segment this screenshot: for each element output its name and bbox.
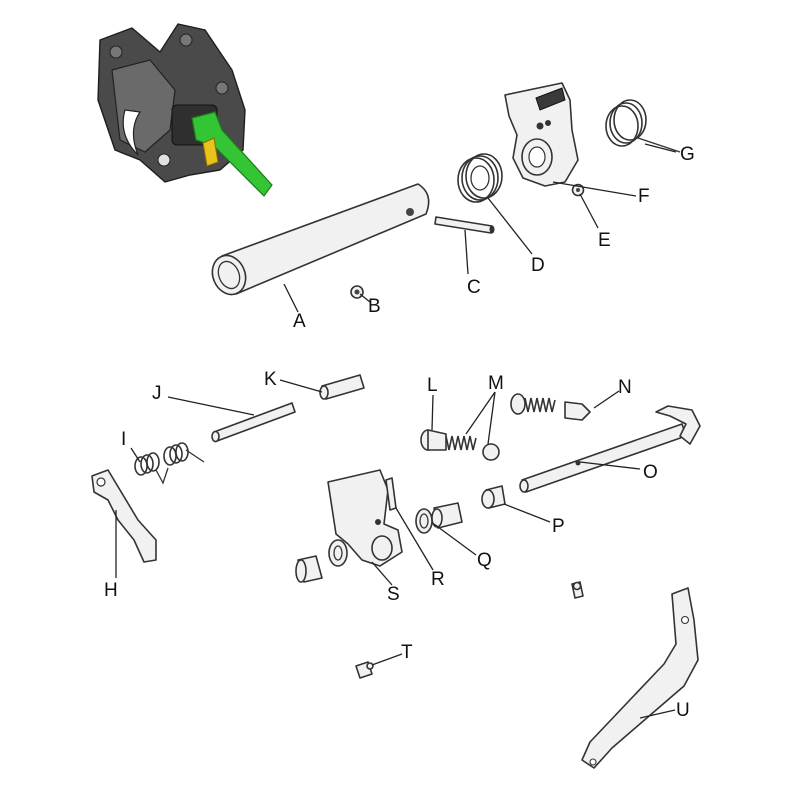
label-t: T — [401, 642, 413, 663]
part-labels: A B C D E F G H I J K L M N O P Q R S T … — [104, 144, 695, 721]
label-n: N — [618, 377, 632, 398]
coupler-assembly-inset — [97, 23, 273, 197]
part-h-lever — [91, 469, 157, 563]
part-m-spring-pin — [445, 435, 500, 461]
part-a-main-pin — [211, 183, 430, 296]
safety-latch-highlight — [202, 137, 219, 167]
label-d: D — [531, 255, 545, 276]
grease-nipple-unlabeled — [571, 581, 584, 599]
label-q: Q — [477, 550, 492, 571]
label-s: S — [387, 584, 400, 605]
label-j: J — [152, 383, 162, 404]
label-b: B — [368, 296, 381, 317]
part-r-pin — [385, 477, 397, 511]
part-t-grease-nipple — [355, 661, 374, 679]
label-o: O — [643, 462, 658, 483]
part-i-springs — [134, 442, 205, 485]
part-s-link — [327, 469, 403, 567]
label-l: L — [427, 375, 438, 396]
label-c: C — [467, 277, 481, 298]
part-k-bushing — [319, 374, 365, 400]
part-b-grease-nipple — [350, 285, 364, 299]
part-o-shaft — [519, 405, 701, 493]
part-u-lever-arm — [581, 587, 699, 769]
part-q-washer-bushing — [415, 502, 463, 534]
label-m: M — [488, 373, 504, 394]
leader-lines — [115, 143, 677, 719]
part-d-spring — [457, 153, 503, 203]
label-e: E — [598, 230, 611, 251]
part-f-latch — [504, 82, 579, 187]
part-n-spring-pin — [510, 393, 591, 421]
label-i: I — [121, 429, 126, 450]
label-k: K — [264, 369, 277, 390]
label-r: R — [431, 569, 445, 590]
label-u: U — [676, 700, 690, 721]
part-g-torsion-spring — [605, 99, 681, 153]
label-f: F — [638, 186, 650, 207]
label-h: H — [104, 580, 118, 601]
release-lever-highlight — [191, 111, 273, 197]
part-l-plunger — [420, 429, 447, 451]
label-a: A — [293, 311, 306, 332]
part-p-bushing — [481, 485, 506, 509]
part-s-spacer-washer — [295, 539, 348, 583]
part-c-roll-pin — [434, 216, 495, 234]
label-p: P — [552, 516, 565, 537]
label-g: G — [680, 144, 695, 165]
part-j-rod — [211, 402, 296, 443]
